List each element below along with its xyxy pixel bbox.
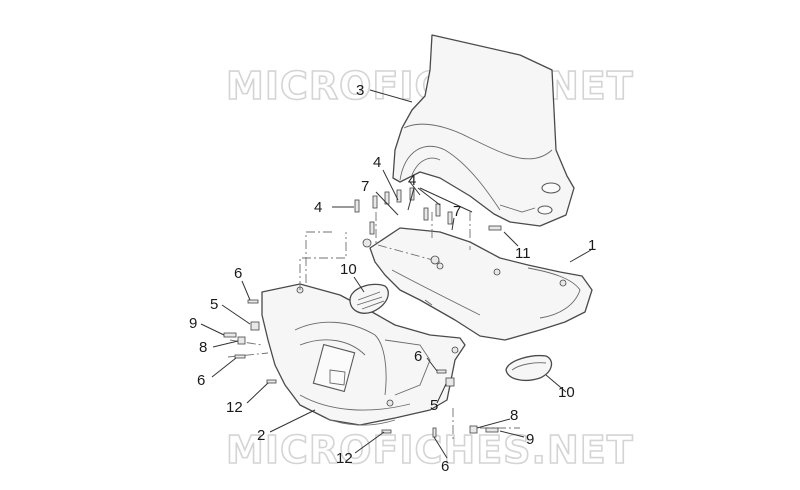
callout-8: 8 <box>199 339 207 356</box>
assembly-lines <box>227 212 520 440</box>
callout-10: 10 <box>340 261 357 278</box>
callout-10: 10 <box>558 384 575 401</box>
callout-6: 6 <box>234 265 242 282</box>
callout-6: 6 <box>197 372 205 389</box>
leader-lines <box>200 89 592 459</box>
callout-1: 1 <box>588 237 596 254</box>
callout-9: 9 <box>526 431 534 448</box>
fasteners <box>223 187 502 438</box>
callout-6: 6 <box>441 458 449 475</box>
callout-8: 8 <box>510 407 518 424</box>
callout-5: 5 <box>430 397 438 414</box>
watermark-bottom: MICROFICHES.NET <box>226 428 634 472</box>
callout-12: 12 <box>226 399 243 416</box>
callout-5: 5 <box>210 296 218 313</box>
callout-4: 4 <box>314 199 322 216</box>
callout-4: 4 <box>408 172 416 189</box>
part-2-lower-shield <box>261 283 466 426</box>
callout-6: 6 <box>414 348 422 365</box>
callout-2: 2 <box>257 427 265 444</box>
part-10-grille <box>349 283 389 314</box>
callout-3: 3 <box>356 82 364 99</box>
callout-labels: 3 4 4 4 7 7 11 1 10 10 6 5 9 8 6 12 2 12… <box>189 82 596 475</box>
callout-7: 7 <box>361 178 369 195</box>
part-1-inner-cover <box>369 227 593 341</box>
part-3-windshield <box>392 34 575 227</box>
callout-11: 11 <box>515 245 531 262</box>
part-10-reflector <box>505 354 553 381</box>
callout-4: 4 <box>373 154 381 171</box>
callout-9: 9 <box>189 315 197 332</box>
callout-12: 12 <box>336 450 353 467</box>
callout-7: 7 <box>453 203 461 220</box>
